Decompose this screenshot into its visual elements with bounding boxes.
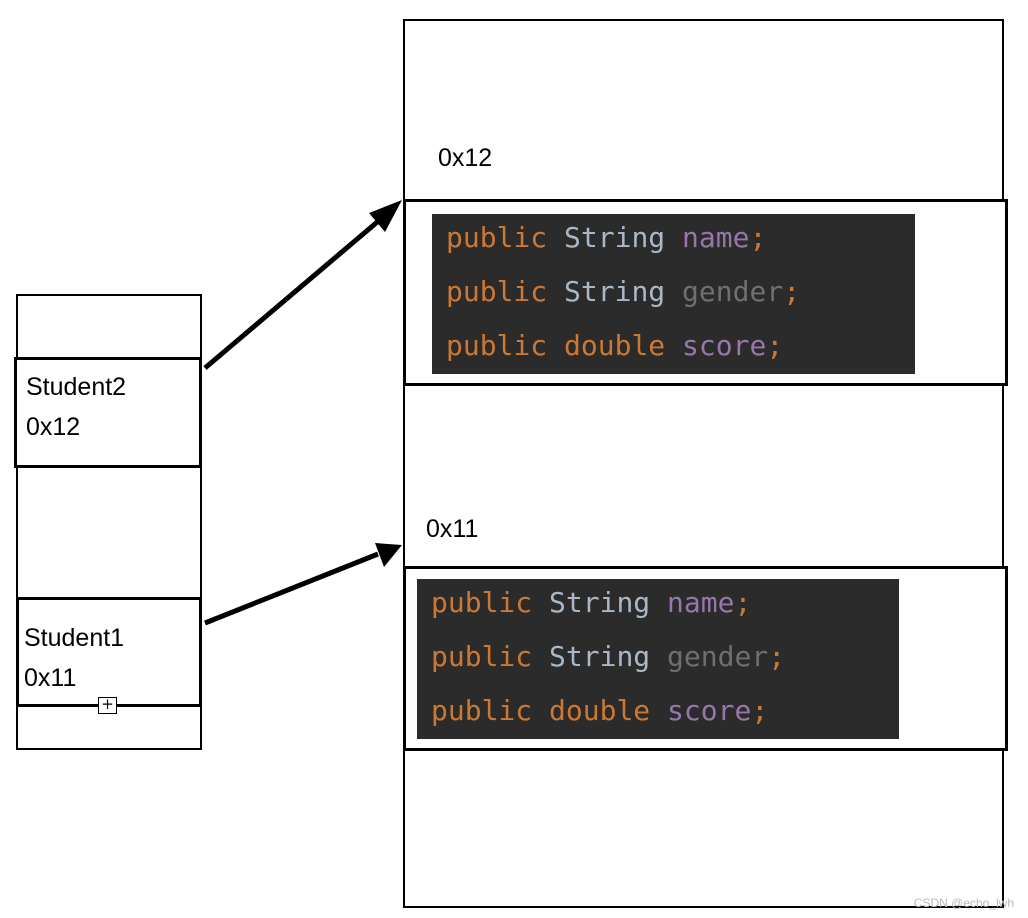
stack-frame-student1: Student1 0x11 (16, 597, 202, 707)
code-line: public double score; (431, 694, 769, 727)
arrow-student2-to-0x12 (203, 200, 402, 370)
variable-name: Student1 (24, 624, 125, 652)
heap-address-label: 0x12 (438, 144, 493, 172)
variable-address: 0x11 (24, 664, 77, 692)
variable-name: Student2 (26, 373, 127, 401)
heap-address-label: 0x11 (426, 515, 479, 543)
code-line: public String gender; (446, 275, 801, 308)
plus-box-icon[interactable]: + (98, 697, 117, 714)
heap-memory (403, 19, 1004, 908)
code-line: public String name; (446, 221, 767, 254)
code-block: public String name; public String gender… (417, 579, 899, 739)
code-line: public String name; (431, 586, 752, 619)
stack-frame-student2: Student2 0x12 (14, 357, 202, 468)
code-line: public double score; (446, 329, 784, 362)
code-line: public String gender; (431, 640, 786, 673)
code-block: public String name; public String gender… (432, 214, 915, 374)
variable-address: 0x12 (26, 413, 81, 441)
watermark: CSDN @echo_lwh (913, 896, 1014, 910)
arrow-student1-to-0x11 (204, 543, 402, 626)
